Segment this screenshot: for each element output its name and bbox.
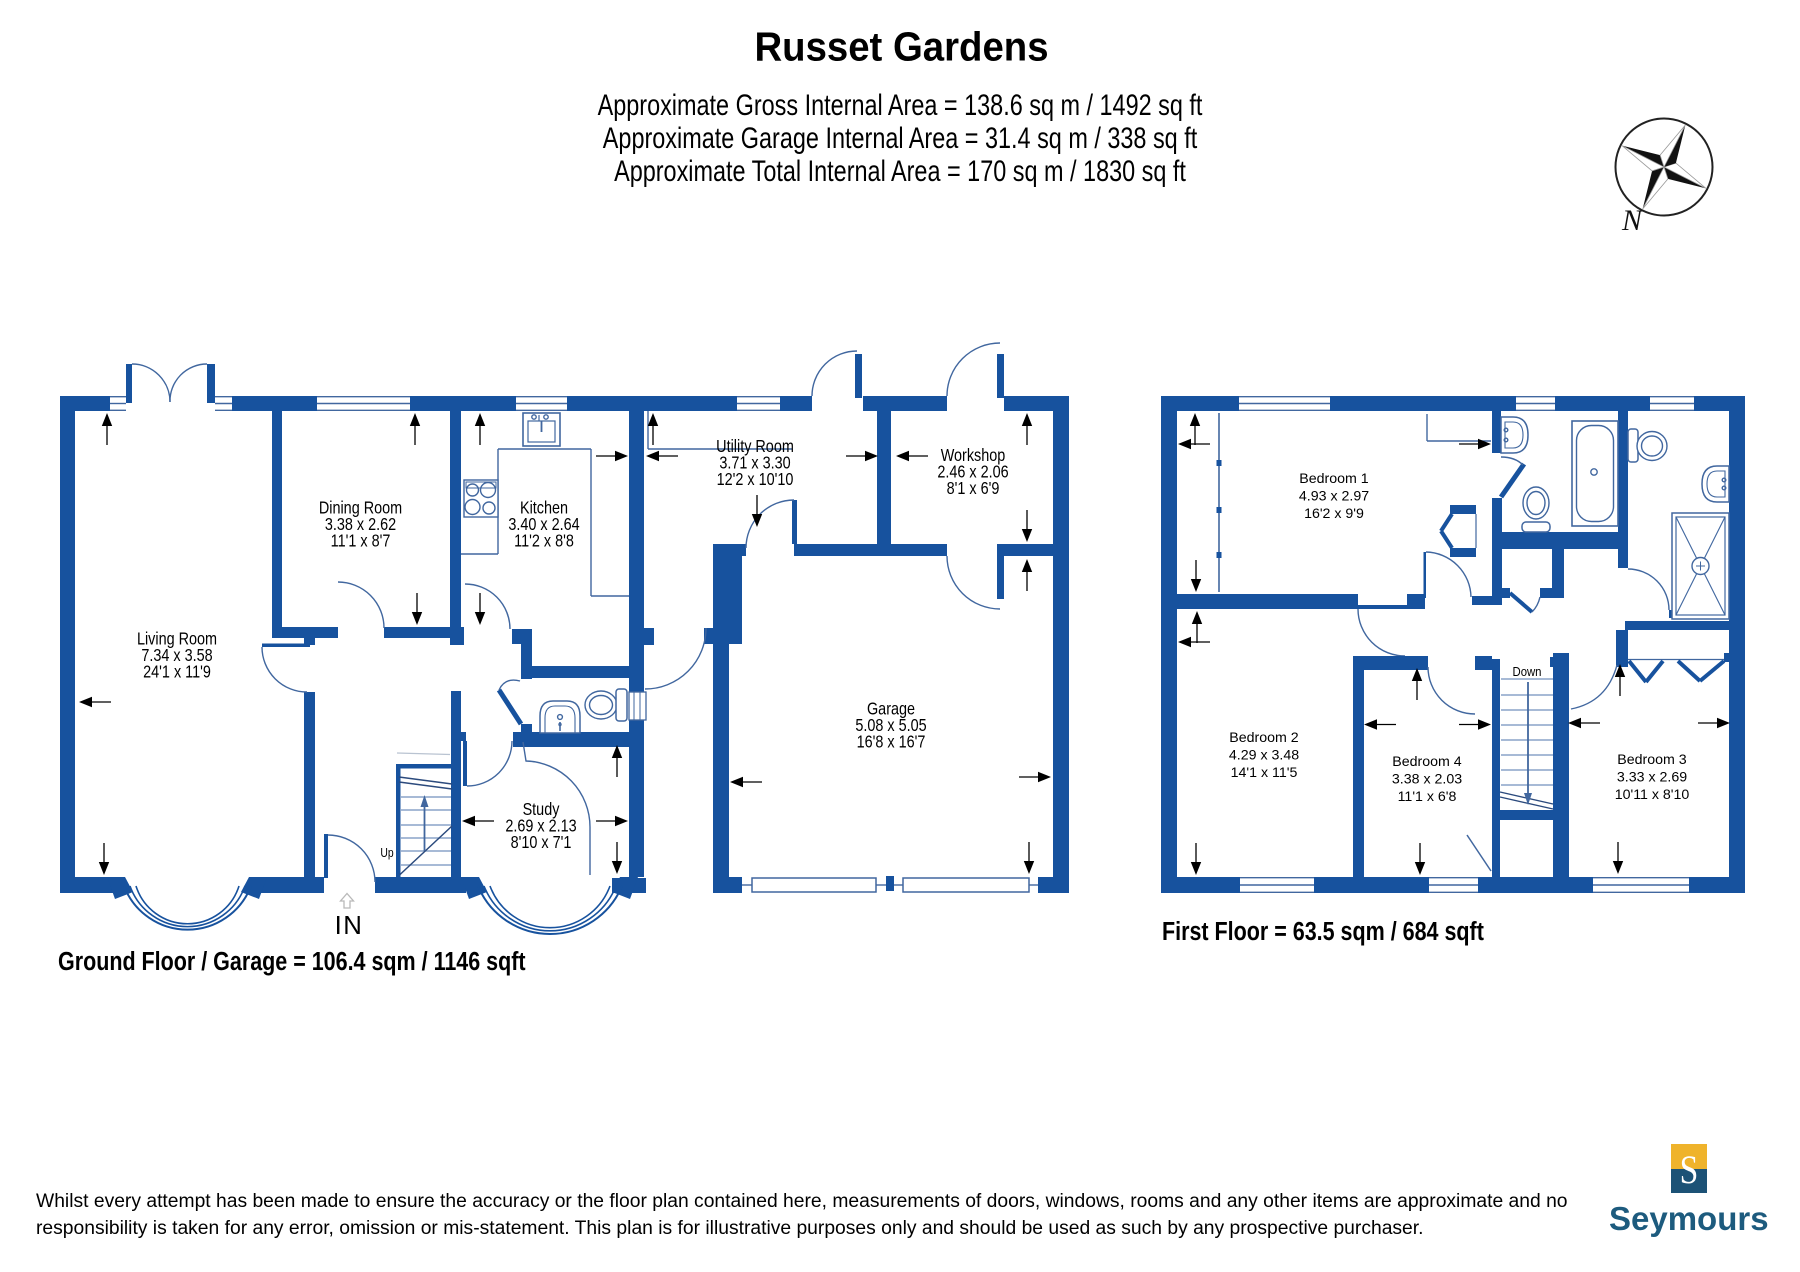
svg-text:N: N <box>1621 204 1644 237</box>
svg-text:Workshop: Workshop <box>941 447 1006 465</box>
svg-text:2.69 x 2.13: 2.69 x 2.13 <box>505 817 576 835</box>
svg-text:16'8 x 16'7: 16'8 x 16'7 <box>857 733 926 751</box>
svg-text:Approximate Garage Internal Ar: Approximate Garage Internal Area = 31.4 … <box>603 121 1198 154</box>
svg-text:Seymours: Seymours <box>1609 1200 1769 1237</box>
svg-text:Down: Down <box>1513 664 1542 679</box>
svg-text:3.40 x 2.64: 3.40 x 2.64 <box>508 516 579 534</box>
svg-text:Garage: Garage <box>867 700 915 718</box>
svg-text:Dining Room: Dining Room <box>319 499 402 517</box>
svg-text:Up: Up <box>380 846 394 860</box>
svg-text:5.08 x 5.05: 5.08 x 5.05 <box>855 717 926 735</box>
svg-text:responsibility is taken for an: responsibility is taken for any error, o… <box>36 1218 1424 1239</box>
svg-text:3.38 x 2.03: 3.38 x 2.03 <box>1392 772 1462 788</box>
svg-text:24'1 x 11'9: 24'1 x 11'9 <box>143 663 211 681</box>
svg-text:First Floor = 63.5 sqm / 684 s: First Floor = 63.5 sqm / 684 sqft <box>1162 918 1484 946</box>
svg-text:Bedroom 1: Bedroom 1 <box>1299 471 1369 487</box>
svg-text:7.34 x 3.58: 7.34 x 3.58 <box>141 647 212 665</box>
svg-text:Study: Study <box>523 801 560 819</box>
svg-text:Approximate Gross Internal Are: Approximate Gross Internal Area = 138.6 … <box>598 88 1203 121</box>
svg-text:Utility Room: Utility Room <box>716 438 794 456</box>
svg-text:Bedroom 4: Bedroom 4 <box>1392 754 1462 770</box>
svg-text:8'10 x 7'1: 8'10 x 7'1 <box>511 834 572 852</box>
svg-text:Bedroom 2: Bedroom 2 <box>1229 730 1299 746</box>
svg-text:4.29 x 3.48: 4.29 x 3.48 <box>1229 748 1299 764</box>
svg-text:Living Room: Living Room <box>137 630 217 648</box>
svg-text:11'1 x 8'7: 11'1 x 8'7 <box>331 532 391 550</box>
svg-text:11'2 x 8'8: 11'2 x 8'8 <box>514 532 574 550</box>
svg-text:3.71 x 3.30: 3.71 x 3.30 <box>719 454 790 472</box>
svg-text:Kitchen: Kitchen <box>520 499 568 517</box>
svg-text:3.38 x 2.62: 3.38 x 2.62 <box>325 516 396 534</box>
svg-text:10'11 x 8'10: 10'11 x 8'10 <box>1615 787 1690 803</box>
svg-text:8'1 x 6'9: 8'1 x 6'9 <box>947 480 1000 498</box>
svg-text:2.46 x 2.06: 2.46 x 2.06 <box>937 463 1008 481</box>
svg-text:Approximate Total Internal Are: Approximate Total Internal Area = 170 sq… <box>614 154 1186 187</box>
svg-text:12'2 x 10'10: 12'2 x 10'10 <box>717 471 794 489</box>
svg-text:11'1 x 6'8: 11'1 x 6'8 <box>1398 789 1457 805</box>
svg-text:4.93 x 2.97: 4.93 x 2.97 <box>1299 489 1369 505</box>
svg-text:S: S <box>1680 1147 1699 1191</box>
svg-text:16'2 x 9'9: 16'2 x 9'9 <box>1304 506 1364 522</box>
svg-text:Whilst every attempt has been: Whilst every attempt has been made to en… <box>36 1191 1568 1212</box>
svg-text:3.33 x 2.69: 3.33 x 2.69 <box>1617 770 1687 786</box>
svg-text:Ground Floor / Garage = 106.4: Ground Floor / Garage = 106.4 sqm / 1146… <box>58 948 526 976</box>
svg-text:IN: IN <box>335 912 364 940</box>
svg-text:14'1 x 11'5: 14'1 x 11'5 <box>1231 765 1298 781</box>
svg-text:Bedroom 3: Bedroom 3 <box>1617 752 1687 768</box>
svg-text:Russet Gardens: Russet Gardens <box>754 24 1048 69</box>
